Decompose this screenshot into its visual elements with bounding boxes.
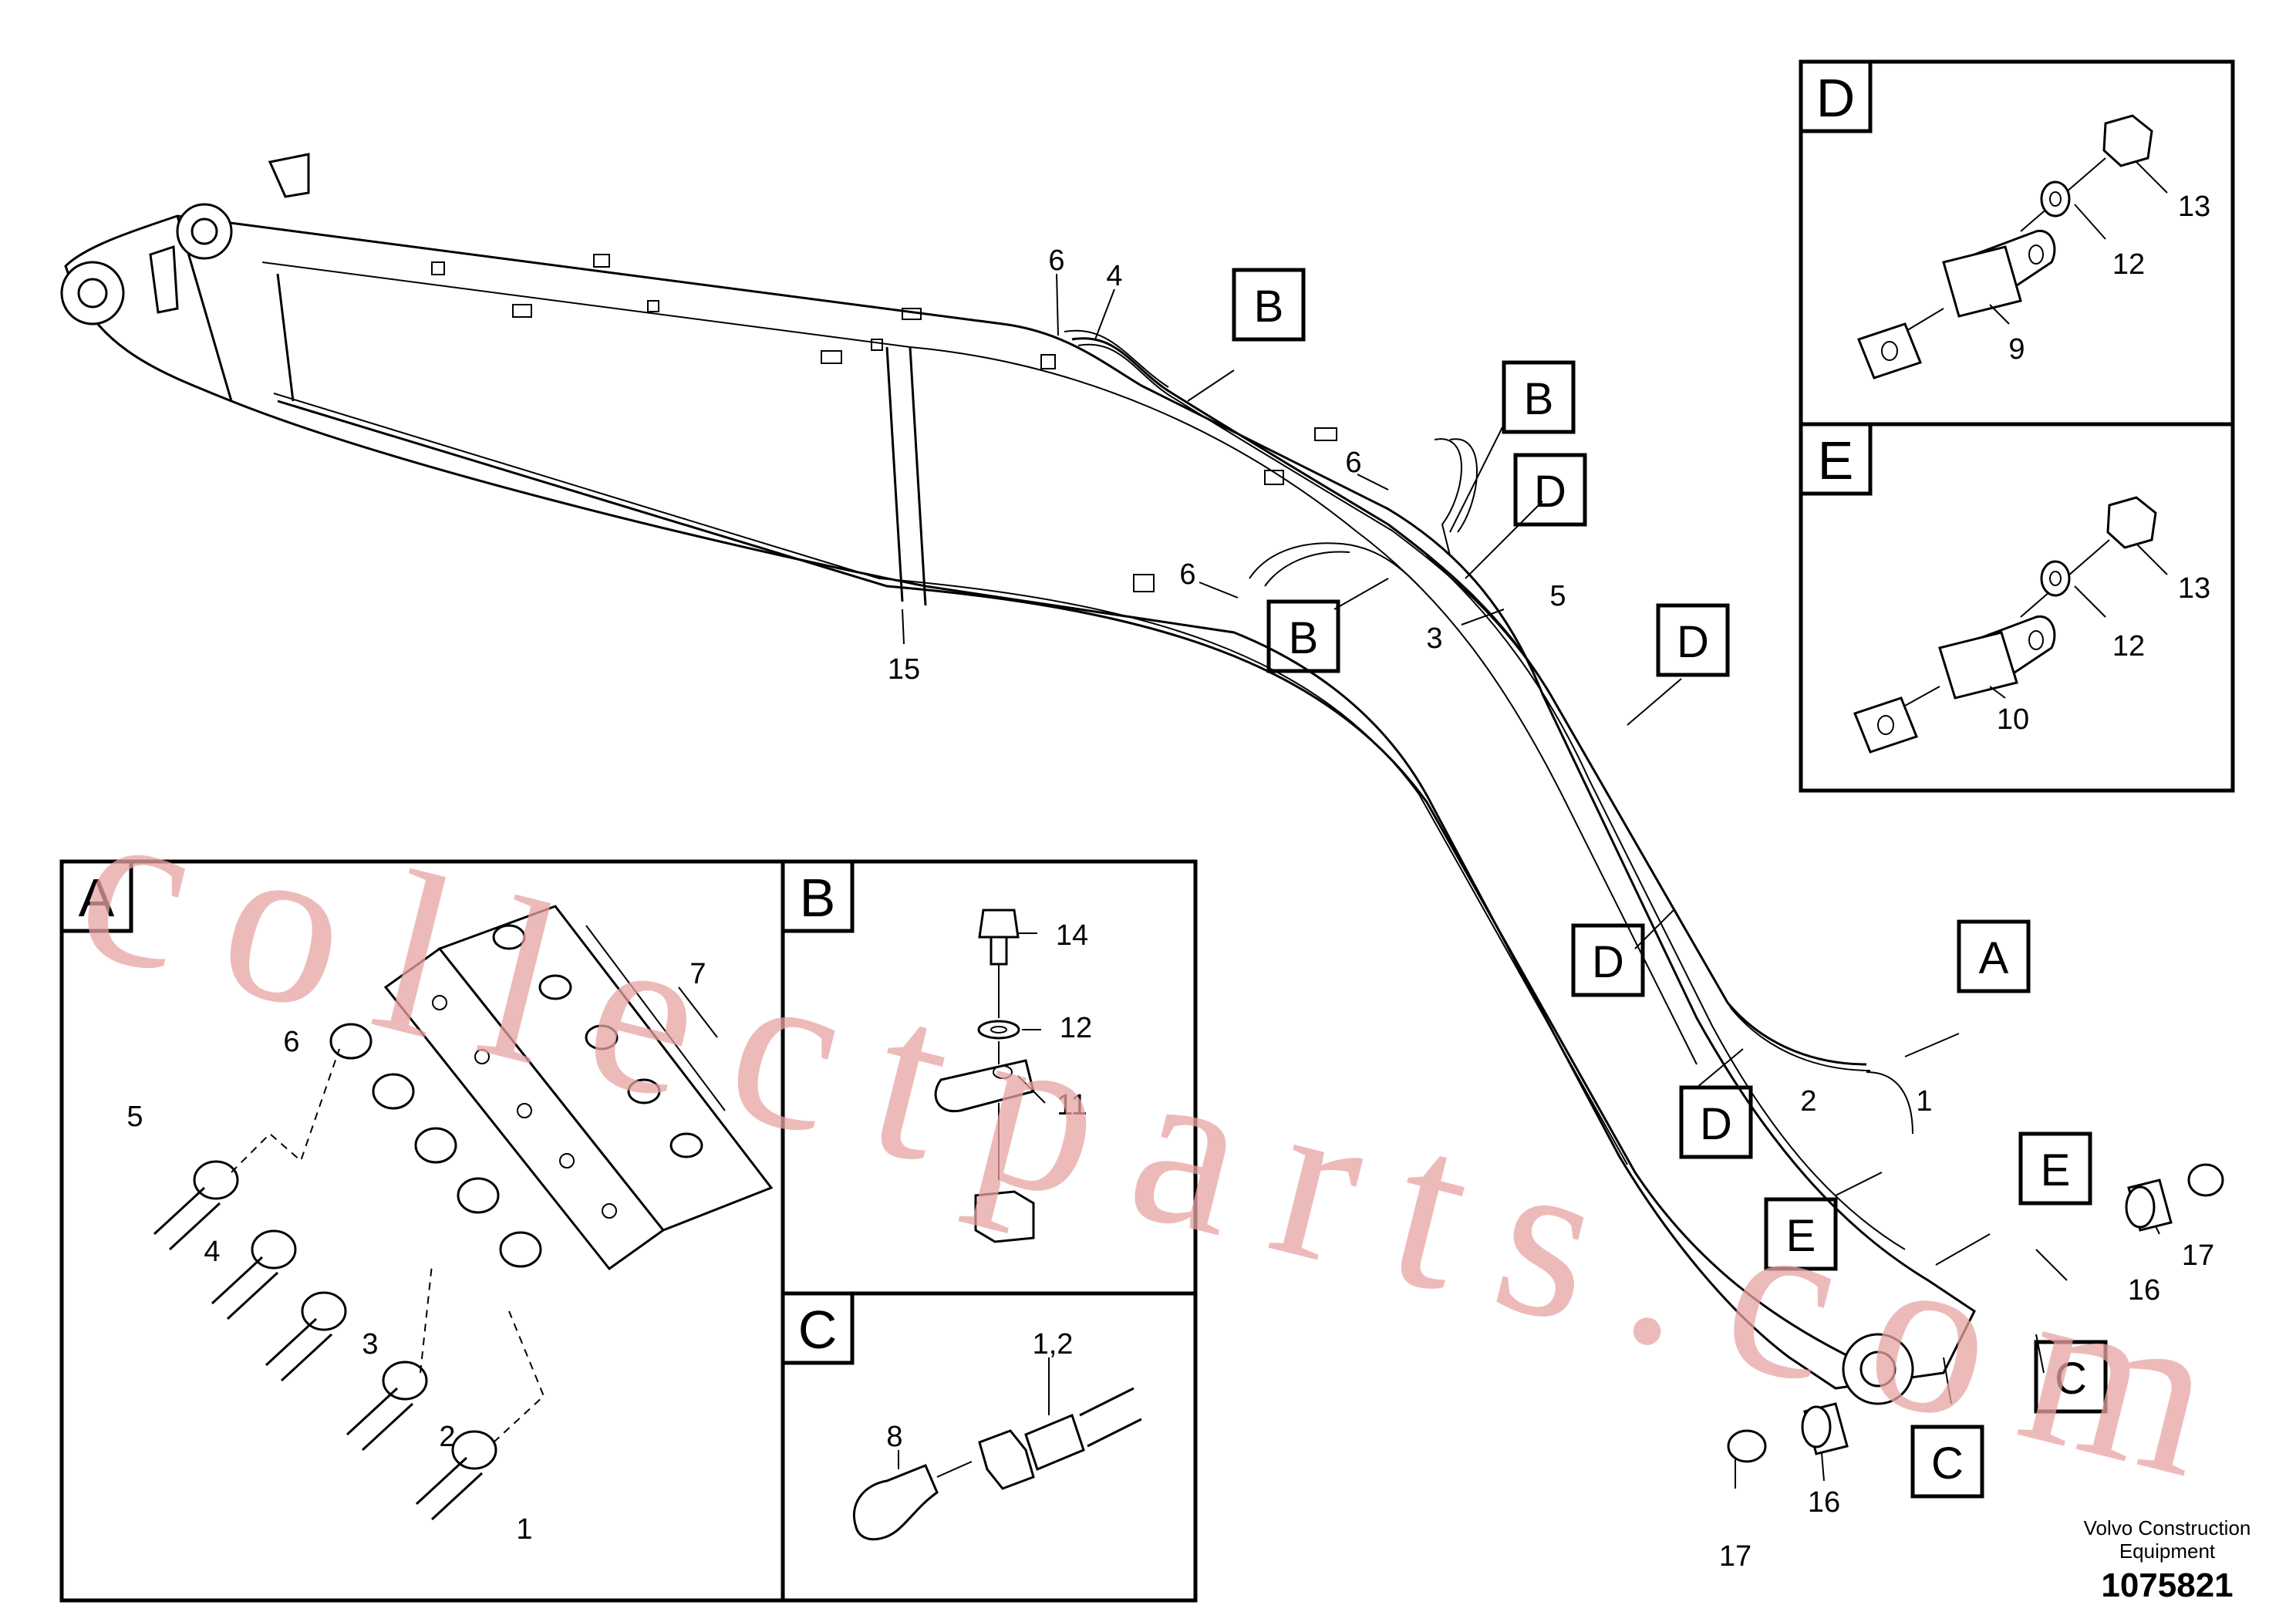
callout-box-b3: B [1266, 599, 1340, 673]
callout-c-label: C [1931, 1438, 1964, 1489]
label-17: 17 [2182, 1239, 2214, 1272]
detail-panel-b: B 14 12 11 [781, 859, 1198, 1296]
callout-box-e1: E [2018, 1131, 2092, 1206]
panel-a-label-1: 1 [516, 1513, 532, 1546]
callout-e-label: E [2041, 1145, 2071, 1195]
panel-c-title: C [798, 1300, 838, 1360]
callout-box-b1: B [1232, 268, 1306, 342]
callout-box-b2: B [1502, 360, 1576, 434]
panel-b-title: B [800, 868, 836, 928]
label-15: 15 [888, 653, 920, 686]
label-1: 1 [1916, 1085, 1932, 1118]
brand-line-1: Volvo Construction [2084, 1516, 2251, 1539]
label-6: 6 [1345, 447, 1361, 479]
callout-a-label: A [1979, 933, 2009, 983]
footer-brand: Volvo Construction Equipment 1075821 [2084, 1516, 2251, 1604]
label-6: 6 [1179, 558, 1195, 591]
main-labels: 6 4 6 6 5 3 15 2 1 16 17 16 17 [888, 244, 2214, 1573]
panel-a-label-5: 5 [126, 1101, 143, 1133]
callout-box-a: A [1957, 919, 2031, 993]
callout-b-label: B [1289, 613, 1319, 663]
callout-c-label: C [2055, 1354, 2087, 1404]
panel-a-label-7: 7 [689, 958, 706, 990]
callout-box-c1: C [2034, 1340, 2108, 1414]
panel-a-title: A [79, 868, 115, 928]
callout-box-d2: D [1656, 603, 1730, 677]
panel-e-label-13: 13 [2178, 572, 2210, 605]
panel-c-label-8: 8 [886, 1421, 902, 1453]
panel-d-title: D [1816, 68, 1856, 128]
panel-e-label-12: 12 [2112, 630, 2145, 663]
label-3: 3 [1426, 622, 1442, 655]
callout-box-d4: D [1679, 1085, 1753, 1159]
label-17: 17 [1719, 1540, 1752, 1573]
label-5: 5 [1549, 580, 1566, 612]
callout-d-label: D [1534, 467, 1566, 517]
panel-e-label-10: 10 [1997, 703, 2029, 736]
panel-d-label-13: 13 [2178, 191, 2210, 223]
panel-a-label-2: 2 [439, 1421, 455, 1453]
detail-panel-c: C 1,2 8 [781, 1291, 1198, 1603]
callout-d-label: D [1700, 1099, 1732, 1149]
panel-d-label-9: 9 [2008, 333, 2025, 366]
part-number: 1075821 [2101, 1566, 2233, 1604]
callout-d-label: D [1592, 937, 1624, 987]
panel-b-label-11: 11 [1057, 1089, 1087, 1121]
panel-b-label-12: 12 [1060, 1012, 1092, 1044]
panel-c-label-12: 1,2 [1033, 1328, 1074, 1361]
watermark-text: collectparts.com [57, 749, 2237, 1526]
callout-d-label: D [1677, 617, 1709, 667]
label-4: 4 [1106, 260, 1122, 292]
panel-a-label-4: 4 [204, 1236, 220, 1268]
callout-box-d1: D [1513, 453, 1587, 527]
panel-b-label-14: 14 [1056, 919, 1088, 952]
bushing-parts [1727, 1163, 2224, 1463]
panel-a-label-3: 3 [362, 1328, 378, 1361]
label-16: 16 [2128, 1274, 2160, 1307]
boom-drawing [60, 153, 1976, 1405]
label-2: 2 [1800, 1085, 1816, 1118]
panel-a-label-6: 6 [283, 1026, 299, 1058]
detail-panel-a: A [59, 859, 785, 1603]
panel-d-label-12: 12 [2112, 248, 2145, 281]
detail-panel-d: D 13 12 9 [1799, 59, 2235, 427]
callout-e-label: E [1786, 1211, 1816, 1261]
brand-line-2: Equipment [2119, 1539, 2216, 1563]
panel-e-title: E [1818, 430, 1854, 491]
label-16: 16 [1808, 1486, 1840, 1519]
detail-panel-e: E 13 12 10 [1799, 422, 2235, 793]
label-6: 6 [1048, 244, 1064, 277]
callout-b-label: B [1524, 374, 1554, 424]
callout-box-e2: E [1764, 1197, 1838, 1271]
callout-box-d3: D [1571, 923, 1645, 997]
callout-b-label: B [1254, 282, 1284, 332]
callout-box-c2: C [1910, 1425, 1984, 1499]
